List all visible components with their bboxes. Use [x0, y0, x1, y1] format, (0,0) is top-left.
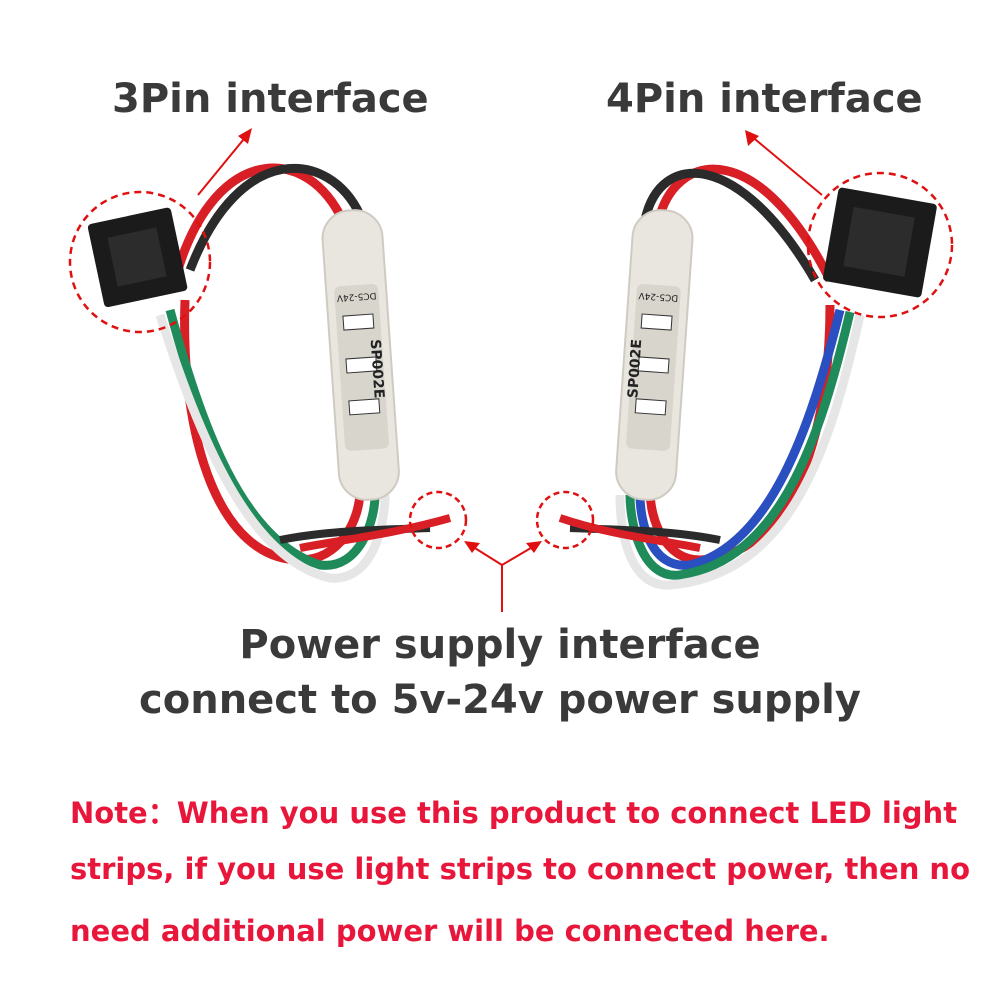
label-power-supply-voltage: connect to 5v-24v power supply [139, 677, 861, 723]
wire-red-right-3 [558, 514, 701, 552]
wire-black-right [640, 168, 819, 283]
wire-red-right [655, 164, 835, 283]
speed-button-right[interactable] [637, 356, 670, 374]
controller-model-right: SP002E [625, 339, 645, 399]
note-line-2: strips, if you use light strips to conne… [70, 852, 971, 886]
wire-white-right [615, 314, 865, 590]
label-4pin-interface: 4Pin interface [606, 76, 923, 122]
speed-button-left[interactable] [345, 356, 378, 374]
mode-button-right-1[interactable] [640, 313, 673, 331]
label-power-supply-interface: Power supply interface [239, 622, 761, 668]
controller-voltage-right: DC5-24V [637, 290, 678, 303]
wire-red-left-3 [299, 514, 452, 552]
power-callout-arrows [464, 541, 542, 612]
controller-model-left: SP002E [367, 339, 387, 399]
controller-3pin: DC5-24V SP002E [68, 128, 468, 583]
mode-button-left-1[interactable] [342, 313, 375, 331]
note-line-3: need additional power will be connected … [70, 914, 830, 948]
controller-4pin: DC5-24V SP002E [535, 130, 954, 590]
mode-button-left-2[interactable] [348, 398, 381, 416]
note-line-1: Note：When you use this product to connec… [70, 796, 958, 830]
callout-power-left [408, 490, 468, 550]
arrow-4pin [749, 134, 823, 196]
arrow-3pin [197, 133, 249, 196]
mode-button-right-2[interactable] [634, 398, 667, 416]
callout-3pin [68, 190, 212, 334]
label-3pin-interface: 3Pin interface [112, 76, 429, 122]
wire-black-left [185, 163, 365, 272]
callout-power-right [535, 490, 595, 550]
controller-voltage-left: DC5-24V [336, 290, 377, 303]
wire-red-left [170, 163, 344, 282]
callout-4pin [806, 171, 954, 319]
